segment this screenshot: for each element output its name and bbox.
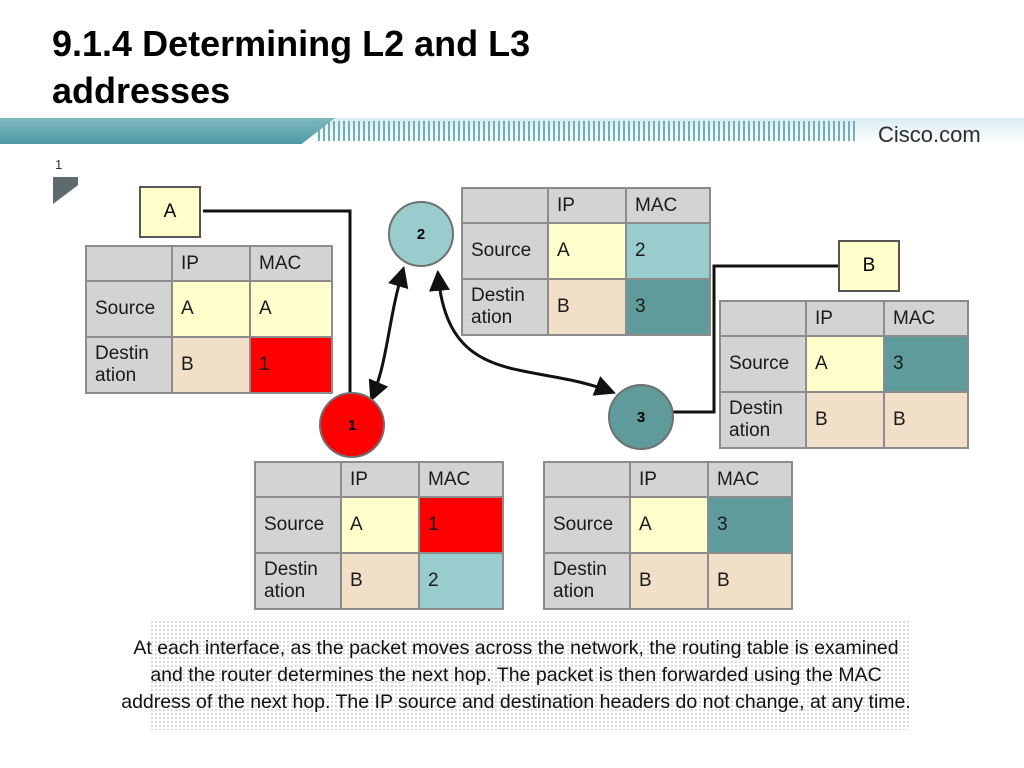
router-2: 2 [388,201,454,267]
caption-line-3: address of the next hop. The IP source a… [121,691,911,713]
banner-wedge [0,118,335,144]
mac-header: MAC [707,461,793,498]
router-3-label: 3 [637,409,645,426]
source-ip: A [171,280,251,338]
destination-ip: B [340,552,420,610]
caption-background [150,620,910,730]
title-line-2: addresses [52,70,231,111]
source-label: Source [719,335,807,393]
destination-ip: B [805,391,885,449]
banner-stripes [318,121,858,141]
header-banner [0,118,1024,144]
caption-line-2: and the router determines the next hop. … [150,664,882,686]
destination-ip: B [629,552,709,610]
cisco-logo: Cisco.com [878,122,981,147]
router-3-circle [608,384,674,450]
source-mac: 1 [418,496,504,554]
link-router2-router3 [428,269,616,396]
ip-header: IP [340,461,420,498]
source-mac: A [249,280,333,338]
source-label: Source [461,222,549,280]
page-title: 9.1.4 Determining L2 and L3 addresses [52,20,530,114]
source-ip: A [340,496,420,554]
ip-header: IP [629,461,709,498]
mac-header: MAC [625,187,711,224]
destination-mac: B [707,552,793,610]
destination-ip: B [547,278,627,336]
host-b-box: B [838,240,900,292]
link-router3-b [673,264,838,414]
destination-ip: B [171,336,251,394]
source-mac: 2 [625,222,711,280]
caption-line-1: At each interface, as the packet moves a… [133,637,899,659]
host-a-box: A [139,186,201,238]
router-1-circle [319,392,385,458]
caption-text: At each interface, as the packet moves a… [56,635,976,716]
source-label: Source [543,496,631,554]
destination-mac: 3 [625,278,711,336]
ip-header: IP [171,245,251,282]
router-1: 1 [319,392,385,458]
destination-mac: 2 [418,552,504,610]
mac-header: MAC [883,300,969,337]
router-1-label: 1 [348,417,356,434]
mac-header: MAC [418,461,504,498]
ip-header: IP [805,300,885,337]
mac-header: MAC [249,245,333,282]
router-2-circle [388,201,454,267]
link-a-router1 [203,209,352,400]
source-label: Source [85,280,173,338]
router-2-label: 2 [417,226,425,243]
source-mac: 3 [707,496,793,554]
source-ip: A [805,335,885,393]
link-router1-router2 [368,265,409,402]
source-ip: A [629,496,709,554]
router-3: 3 [608,384,674,450]
source-mac: 3 [883,335,969,393]
slide-number: 1 [55,157,63,172]
source-label: Source [254,496,342,554]
ip-header: IP [547,187,627,224]
destination-mac: B [883,391,969,449]
title-line-1: 9.1.4 Determining L2 and L3 [52,23,531,64]
destination-mac: 1 [249,336,333,394]
source-ip: A [547,222,627,280]
